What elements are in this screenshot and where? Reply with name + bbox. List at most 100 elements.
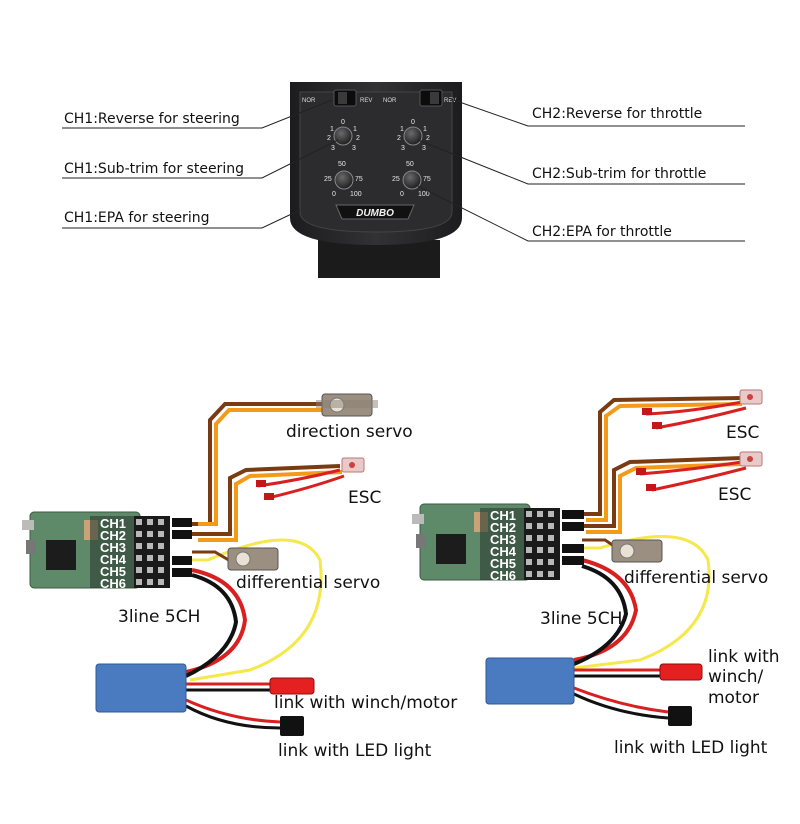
right-channel-label-ch2: CH2	[490, 520, 516, 535]
pin-header-left	[134, 516, 170, 588]
svg-text:NOR: NOR	[302, 98, 316, 104]
left-channel-pin	[147, 531, 153, 537]
svg-text:REV: REV	[444, 98, 456, 104]
left-channel-pin	[158, 543, 164, 549]
label-winch-left: link with winch/motor	[274, 693, 457, 713]
svg-text:1: 1	[353, 126, 357, 133]
ch1-reverse-switch[interactable]: NOR REV	[302, 89, 372, 107]
svg-text:1: 1	[330, 126, 334, 133]
light-controller-module-left	[95, 663, 187, 713]
left-channel-pin	[136, 531, 142, 537]
label-winch-right-line1: link with	[708, 647, 780, 667]
svg-text:3: 3	[331, 145, 335, 152]
svg-text:2: 2	[397, 135, 401, 142]
esc-icon-left	[341, 457, 365, 473]
svg-text:50: 50	[338, 161, 346, 168]
channel-plugs-left	[172, 518, 192, 577]
differential-servo-icon-right	[611, 539, 663, 563]
left-channel-pin	[136, 555, 142, 561]
svg-text:3: 3	[352, 145, 356, 152]
svg-text:75: 75	[423, 176, 431, 183]
svg-text:2: 2	[426, 135, 430, 142]
label-esc-right-2: ESC	[718, 485, 751, 505]
channel-plugs-right	[562, 510, 584, 565]
right-channel-pin	[526, 523, 532, 529]
svg-text:50: 50	[406, 161, 414, 168]
right-channel-pin	[537, 571, 543, 577]
right-channel-label-ch3: CH3	[490, 532, 516, 547]
left-channel-pin	[158, 555, 164, 561]
label-ch2-reverse: CH2:Reverse for throttle	[532, 106, 702, 122]
right-channel-label-ch5: CH5	[490, 556, 516, 571]
winch-plug-right	[659, 663, 703, 681]
left-channel-pin	[147, 567, 153, 573]
left-channel-pin	[136, 579, 142, 585]
esc-icon-right-1	[739, 389, 763, 405]
right-channel-pin	[537, 535, 543, 541]
right-channel-pin	[548, 535, 554, 541]
right-wiring-diagram	[573, 396, 747, 720]
winch-plug-left	[269, 677, 315, 695]
ch1-subtrim-knob[interactable]: 0 1 2 3 1 2 3	[327, 119, 360, 152]
right-channel-label-ch4: CH4	[490, 544, 517, 559]
right-channel-pin	[526, 547, 532, 553]
label-differential-servo-right: differential servo	[624, 568, 768, 588]
left-channel-pin	[158, 519, 164, 525]
ch1-epa-knob[interactable]: 50 25 75 0 100	[324, 161, 363, 198]
svg-text:NOR: NOR	[383, 98, 397, 104]
left-channel-label-ch6: CH6	[100, 576, 126, 591]
ch2-subtrim-knob[interactable]: 0 1 2 3 1 2 3	[397, 119, 430, 152]
left-channel-pin	[147, 579, 153, 585]
svg-text:75: 75	[355, 176, 363, 183]
label-differential-servo-left: differential servo	[236, 573, 380, 593]
left-channel-label-ch4: CH4	[100, 552, 127, 567]
svg-text:3: 3	[401, 145, 405, 152]
label-ch2-subtrim: CH2:Sub-trim for throttle	[532, 166, 706, 182]
ch2-reverse-switch[interactable]: NOR REV	[383, 89, 456, 107]
transmitter-panel: NOR REV NOR REV 0 1 2 3 1 2 3 0 1 2 3	[290, 82, 462, 278]
label-ch1-epa: CH1:EPA for steering	[64, 210, 209, 226]
svg-text:DUMBO: DUMBO	[356, 208, 394, 219]
label-direction-servo: direction servo	[286, 422, 413, 442]
left-channel-label-ch1: CH1	[100, 516, 126, 531]
pin-header-right	[524, 508, 560, 580]
receiver-board-right	[412, 503, 560, 581]
left-channel-pin	[136, 567, 142, 573]
direction-servo-icon	[316, 393, 378, 417]
left-channel-label-ch3: CH3	[100, 540, 126, 555]
ch2-epa-knob[interactable]: 50 25 75 0 100	[392, 161, 431, 198]
label-receiver-left: 3line 5CH	[118, 607, 200, 627]
label-led-left: link with LED light	[278, 741, 432, 761]
svg-text:2: 2	[327, 135, 331, 142]
svg-text:25: 25	[324, 176, 332, 183]
left-channel-pin	[158, 531, 164, 537]
esc-icon-right-2	[739, 451, 763, 467]
right-channel-pin	[526, 511, 532, 517]
svg-text:0: 0	[400, 191, 404, 198]
right-channel-pin	[537, 547, 543, 553]
right-channel-label-ch1: CH1	[490, 508, 516, 523]
right-channel-pin	[548, 571, 554, 577]
left-channel-label-ch5: CH5	[100, 564, 126, 579]
differential-servo-icon-left	[227, 547, 279, 571]
right-channel-pin	[548, 559, 554, 565]
right-channel-pin	[526, 571, 532, 577]
right-channel-pin	[548, 523, 554, 529]
label-ch1-subtrim: CH1:Sub-trim for steering	[64, 161, 244, 177]
left-channel-pin	[136, 543, 142, 549]
svg-text:0: 0	[411, 119, 415, 126]
light-controller-module-right	[485, 657, 575, 705]
svg-text:1: 1	[423, 126, 427, 133]
right-channel-label-ch6: CH6	[490, 568, 516, 583]
svg-text:REV: REV	[360, 98, 372, 104]
right-channel-pin	[526, 535, 532, 541]
label-esc-right-1: ESC	[726, 423, 759, 443]
left-channel-pin	[136, 519, 142, 525]
left-channel-pin	[147, 555, 153, 561]
label-esc-left: ESC	[348, 488, 381, 508]
left-channel-pin	[147, 543, 153, 549]
svg-text:100: 100	[418, 191, 430, 198]
callout-lines	[62, 97, 745, 242]
left-wiring-diagram	[185, 402, 345, 730]
